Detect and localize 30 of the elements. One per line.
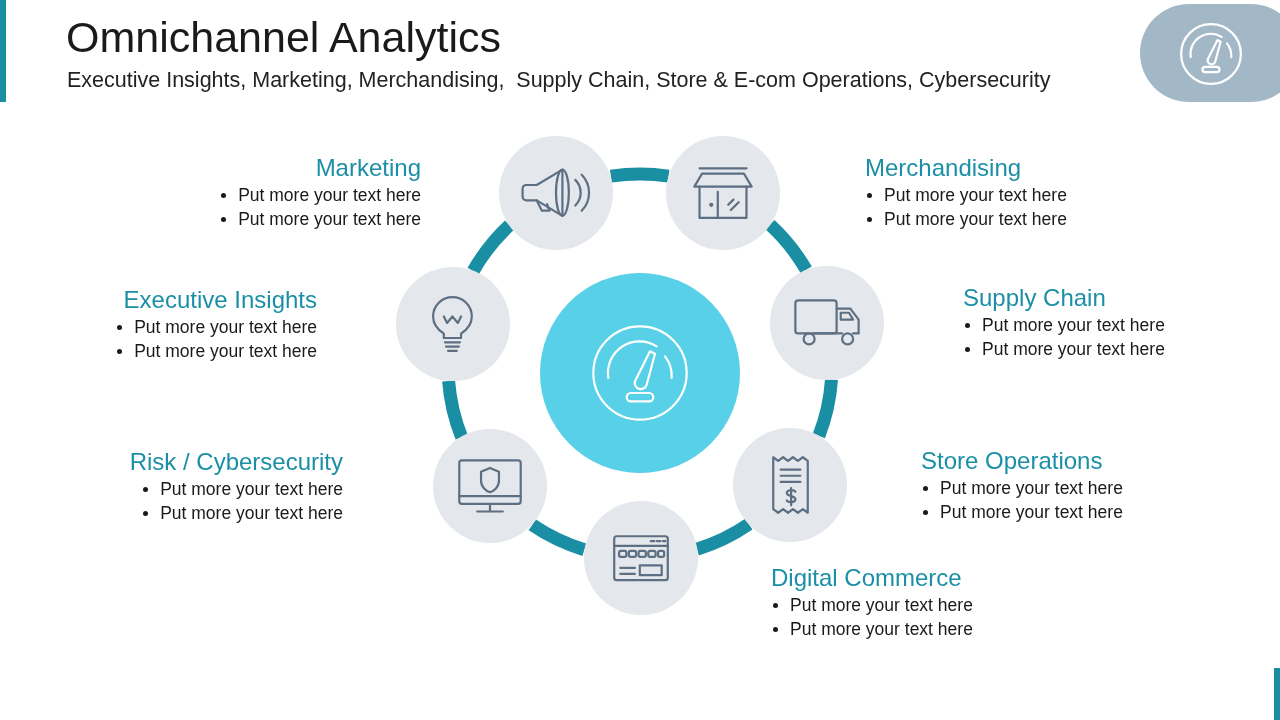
- bullet-text: Put more your text here: [238, 208, 421, 230]
- bullet-text: Put more your text here: [940, 477, 1123, 499]
- bullet-text: Put more your text here: [160, 478, 343, 500]
- section-heading: Supply Chain: [963, 283, 1106, 313]
- bullet-text: Put more your text here: [790, 618, 973, 640]
- section-heading: Executive Insights: [123, 285, 317, 315]
- ring-segment: [765, 220, 812, 274]
- bullet-text: Put more your text here: [982, 338, 1165, 360]
- section-heading: Digital Commerce: [771, 563, 962, 593]
- bullet-text: Put more your text here: [134, 340, 317, 362]
- bullet-text: Put more your text here: [790, 594, 973, 616]
- ring-segment: [610, 167, 670, 183]
- section-heading: Store Operations: [921, 446, 1103, 476]
- bullet-text: Put more your text here: [940, 501, 1123, 523]
- ring-segment: [812, 378, 838, 438]
- section-heading: Marketing: [315, 153, 421, 183]
- bullet-text: Put more your text here: [238, 184, 421, 206]
- ring-segment: [442, 380, 468, 440]
- bullet-text: Put more your text here: [884, 184, 1067, 206]
- bullet-text: Put more your text here: [134, 316, 317, 338]
- slide-subtitle: Executive Insights, Marketing, Merchandising, Supply Chain, Store & E-com Operations, Cybersecurity: [67, 67, 1051, 93]
- slide-title: Omnichannel Analytics: [66, 12, 501, 62]
- ring-segment: [694, 518, 753, 556]
- bullet-text: Put more your text here: [982, 314, 1165, 336]
- bullet-text: Put more your text here: [884, 208, 1067, 230]
- section-heading: Merchandising: [865, 153, 1022, 183]
- bullet-text: Put more your text here: [160, 502, 343, 524]
- ring-segment: [528, 519, 587, 556]
- ring-segment: [467, 220, 514, 275]
- section-heading: Risk / Cybersecurity: [129, 447, 343, 477]
